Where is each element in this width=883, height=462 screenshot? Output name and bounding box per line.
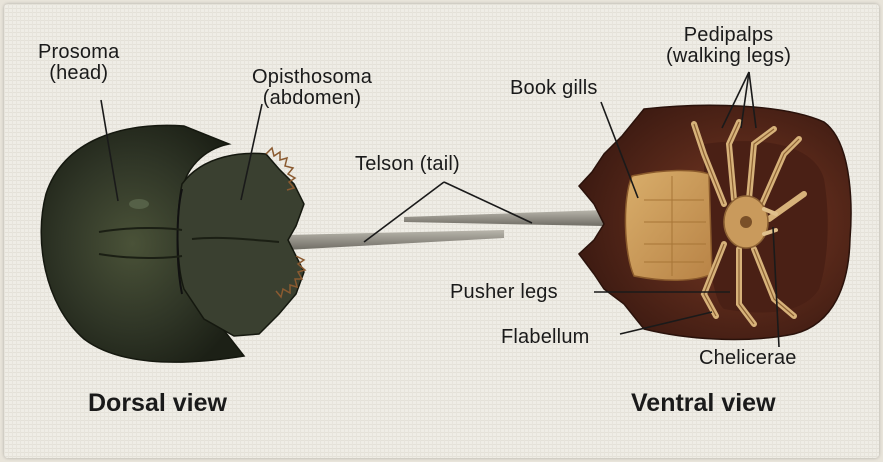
label-pedipalps-line1: Pedipalps <box>666 25 791 46</box>
label-pusher-legs: Pusher legs <box>450 282 558 303</box>
label-book-gills: Book gills <box>510 78 598 99</box>
label-opisthosoma: Opisthosoma (abdomen) <box>252 67 372 109</box>
label-prosoma: Prosoma (head) <box>38 42 119 84</box>
mouth <box>740 216 752 228</box>
label-opisthosoma-line1: Opisthosoma <box>252 67 372 88</box>
diagram-card: Prosoma (head) Opisthosoma (abdomen) Tel… <box>4 4 879 458</box>
dorsal-view-title: Dorsal view <box>88 389 227 418</box>
ventral-view-title: Ventral view <box>631 389 776 418</box>
label-prosoma-line1: Prosoma <box>38 42 119 63</box>
book-gill-plate <box>625 170 712 280</box>
label-pedipalps-line2: (walking legs) <box>666 46 791 67</box>
compound-eye <box>129 199 149 209</box>
label-opisthosoma-line2: (abdomen) <box>252 88 372 109</box>
label-telson: Telson (tail) <box>355 154 460 175</box>
label-flabellum: Flabellum <box>501 327 590 348</box>
label-pedipalps: Pedipalps (walking legs) <box>666 25 791 67</box>
label-chelicerae: Chelicerae <box>699 348 797 369</box>
label-prosoma-line2: (head) <box>38 63 119 84</box>
